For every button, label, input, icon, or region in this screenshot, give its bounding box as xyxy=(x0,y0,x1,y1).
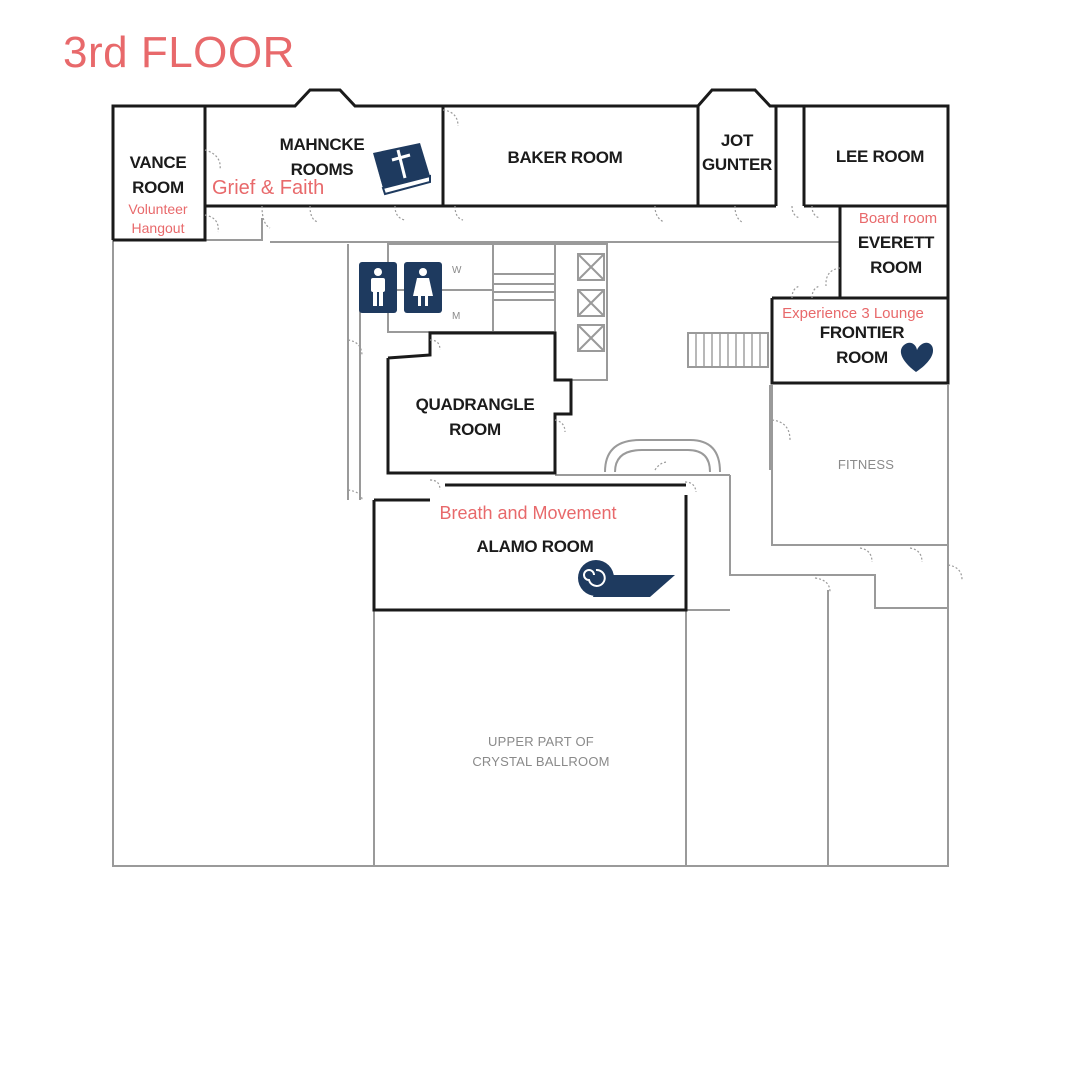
lee-room-label: LEE ROOM xyxy=(836,147,924,166)
quadrangle-room-label-1: QUADRANGLE xyxy=(416,395,535,414)
baker-room-label: BAKER ROOM xyxy=(507,148,622,167)
ballroom-label-2: CRYSTAL BALLROOM xyxy=(472,754,609,769)
jot-gunter-label-1: JOT xyxy=(721,131,754,150)
core-walls xyxy=(387,243,769,473)
mahncke-rooms-label-1: MAHNCKE xyxy=(280,135,365,154)
fitness-label: FITNESS xyxy=(838,457,894,472)
page-title: 3rd FLOOR xyxy=(63,28,295,77)
bible-icon xyxy=(373,143,431,196)
alamo-room-label: ALAMO ROOM xyxy=(477,537,594,556)
building-outline xyxy=(112,218,949,867)
volunteer-annotation-1: Volunteer xyxy=(128,201,187,217)
quadrangle-room-label-2: ROOM xyxy=(449,420,501,439)
everett-room-label-1: EVERETT xyxy=(858,233,935,252)
women-restroom-icon xyxy=(404,262,442,313)
doors xyxy=(204,109,963,593)
heart-icon xyxy=(900,342,934,372)
vance-room-label-2: ROOM xyxy=(132,178,184,197)
breath-movement-annotation: Breath and Movement xyxy=(439,503,616,523)
experience-lounge-annotation: Experience 3 Lounge xyxy=(782,305,924,322)
board-room-annotation: Board room xyxy=(859,210,937,227)
men-restroom-icon xyxy=(359,262,397,313)
frontier-room-label-2: ROOM xyxy=(836,348,888,367)
mahncke-rooms-label-2: ROOMS xyxy=(291,160,354,179)
vance-room-label-1: VANCE xyxy=(130,153,187,172)
yoga-mat-icon xyxy=(578,560,675,597)
alamo-walls xyxy=(372,483,688,612)
ballroom-label-1: UPPER PART OF xyxy=(488,734,594,749)
volunteer-annotation-2: Hangout xyxy=(132,220,185,236)
jot-gunter-label-2: GUNTER xyxy=(702,155,772,174)
women-restroom-label: W xyxy=(452,265,462,276)
everett-room-label-2: ROOM xyxy=(870,258,922,277)
frontier-room-label-1: FRONTIER xyxy=(820,323,905,342)
grief-faith-annotation: Grief & Faith xyxy=(212,177,324,199)
men-restroom-label: M xyxy=(452,311,460,322)
